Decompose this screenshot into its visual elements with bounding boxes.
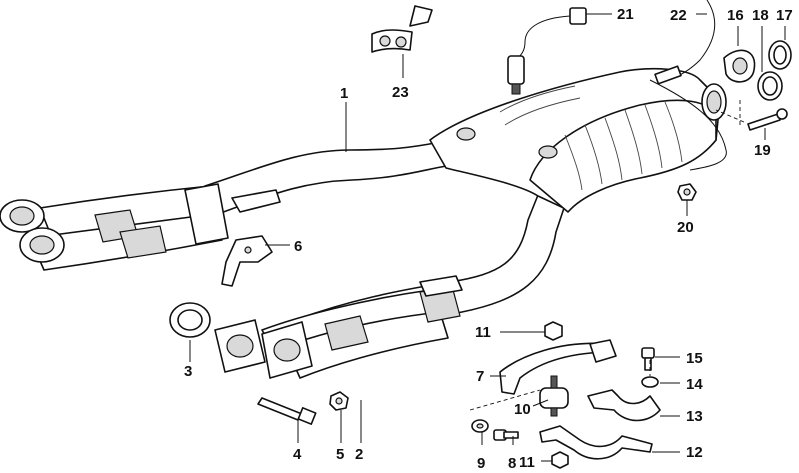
gasket-3[interactable] (169, 302, 211, 338)
callout-12: 12 (686, 444, 703, 461)
exhaust-flange-upper-left[interactable] (0, 199, 45, 233)
callout-9: 9 (477, 455, 485, 472)
callout-4: 4 (293, 446, 302, 463)
callout-19: 19 (754, 142, 771, 159)
callout-16: 16 (727, 7, 744, 24)
callout-22: 22 (670, 7, 687, 24)
callout-5: 5 (336, 446, 344, 463)
callout-2: 2 (355, 446, 363, 463)
exhaust-flange-lower-a[interactable] (214, 319, 266, 373)
callout-17: 17 (776, 7, 793, 24)
callout-10: 10 (514, 401, 531, 418)
callout-6: 6 (294, 238, 302, 255)
oxygen-sensor[interactable] (507, 7, 587, 95)
bracket-6[interactable] (221, 235, 273, 287)
mount-bracket-7[interactable] (499, 339, 617, 395)
bolt-15[interactable] (641, 347, 655, 371)
exhaust-flange-lower-b[interactable] (261, 321, 313, 379)
assembly-line (715, 109, 745, 123)
catalytic-converter[interactable] (429, 67, 727, 213)
callout-7: 7 (476, 368, 484, 385)
bolt-8[interactable] (493, 429, 519, 441)
washer-14[interactable] (641, 376, 659, 388)
callout-8: 8 (508, 455, 516, 472)
front-pipe-upper[interactable] (0, 141, 447, 271)
gasket-16[interactable] (723, 49, 756, 83)
callout-1: 1 (340, 85, 348, 102)
callout-20: 20 (677, 219, 694, 236)
callout-15: 15 (686, 350, 703, 367)
callout-3: 3 (184, 363, 192, 380)
oxygen-sensor-cable[interactable] (649, 0, 727, 171)
callout-23: 23 (392, 84, 409, 101)
callout-13: 13 (686, 408, 703, 425)
bolt-19[interactable] (747, 108, 788, 131)
callout-11-top: 11 (475, 324, 491, 341)
nut-5[interactable] (329, 391, 349, 411)
ring-17[interactable] (768, 40, 792, 70)
bolt-4[interactable] (257, 397, 317, 425)
clamp-12[interactable] (539, 425, 653, 460)
bracket-23[interactable] (371, 5, 433, 53)
ring-18[interactable] (757, 71, 783, 101)
clamp-13[interactable] (587, 389, 661, 422)
nut-20[interactable] (677, 183, 697, 201)
callout-18: 18 (752, 7, 769, 24)
rubber-mount-10[interactable] (539, 375, 569, 417)
leader-lines (189, 13, 786, 462)
callout-14: 14 (686, 376, 703, 393)
assembly-line (469, 389, 541, 411)
front-pipe-lower[interactable] (214, 189, 569, 379)
callout-21: 21 (617, 6, 634, 23)
callout-11-bottom: 11 (519, 454, 535, 471)
washer-9[interactable] (471, 419, 489, 433)
nut-11-top[interactable] (544, 321, 563, 341)
exhaust-flange-lower-left[interactable] (19, 227, 65, 263)
nut-11-bottom[interactable] (551, 451, 569, 469)
